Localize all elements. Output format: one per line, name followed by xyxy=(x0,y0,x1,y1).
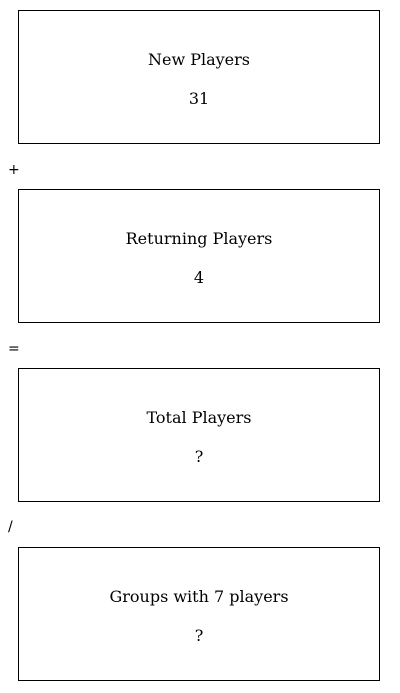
new-players-value: 31 xyxy=(188,89,210,108)
new-players-box: New Players 31 xyxy=(18,10,380,144)
returning-players-label: Returning Players xyxy=(125,229,273,248)
total-players-label: Total Players xyxy=(146,408,252,427)
new-players-label: New Players xyxy=(147,50,251,69)
total-players-value: ? xyxy=(194,447,204,466)
returning-players-box: Returning Players 4 xyxy=(18,189,380,323)
divide-operator: / xyxy=(8,519,13,535)
groups-value: ? xyxy=(194,626,204,645)
groups-label: Groups with 7 players xyxy=(109,587,289,606)
total-players-box: Total Players ? xyxy=(18,368,380,502)
equals-operator: = xyxy=(8,341,20,357)
groups-box: Groups with 7 players ? xyxy=(18,547,380,681)
plus-operator: + xyxy=(8,162,20,178)
returning-players-value: 4 xyxy=(193,268,205,287)
